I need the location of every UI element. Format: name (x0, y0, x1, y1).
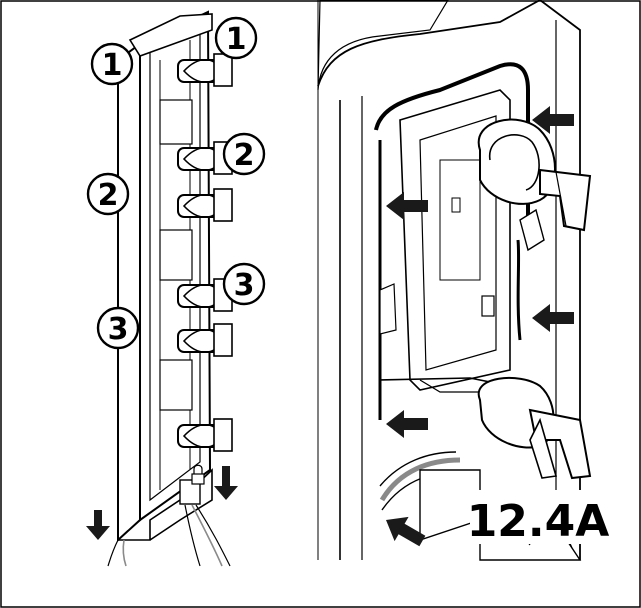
current-rating-label: 12.4A (467, 490, 610, 547)
push-arrow-icon (386, 410, 428, 438)
push-arrow-icon (386, 192, 428, 220)
svg-text:1: 1 (226, 22, 247, 57)
callout-marker: 2 (86, 172, 130, 216)
left-panel-rail (86, 10, 238, 567)
lock-icon (191, 464, 205, 485)
down-arrow-icon (86, 510, 110, 540)
callout-marker: 3 (96, 306, 140, 350)
svg-text:12.4A: 12.4A (467, 496, 610, 547)
callout-marker: 3 (222, 262, 266, 306)
push-arrow-icon (532, 106, 574, 134)
svg-text:1: 1 (102, 48, 123, 83)
callout-marker: 1 (214, 16, 258, 60)
svg-text:2: 2 (98, 178, 119, 213)
svg-text:3: 3 (234, 268, 255, 303)
callout-marker: 1 (90, 42, 134, 86)
right-panel-housing (317, 0, 592, 561)
push-arrow-icon (386, 516, 426, 547)
down-arrow-icon (214, 466, 238, 500)
callout-marker: 2 (222, 132, 266, 176)
svg-text:2: 2 (234, 138, 255, 173)
svg-text:3: 3 (108, 312, 129, 347)
push-arrow-icon (532, 304, 574, 332)
